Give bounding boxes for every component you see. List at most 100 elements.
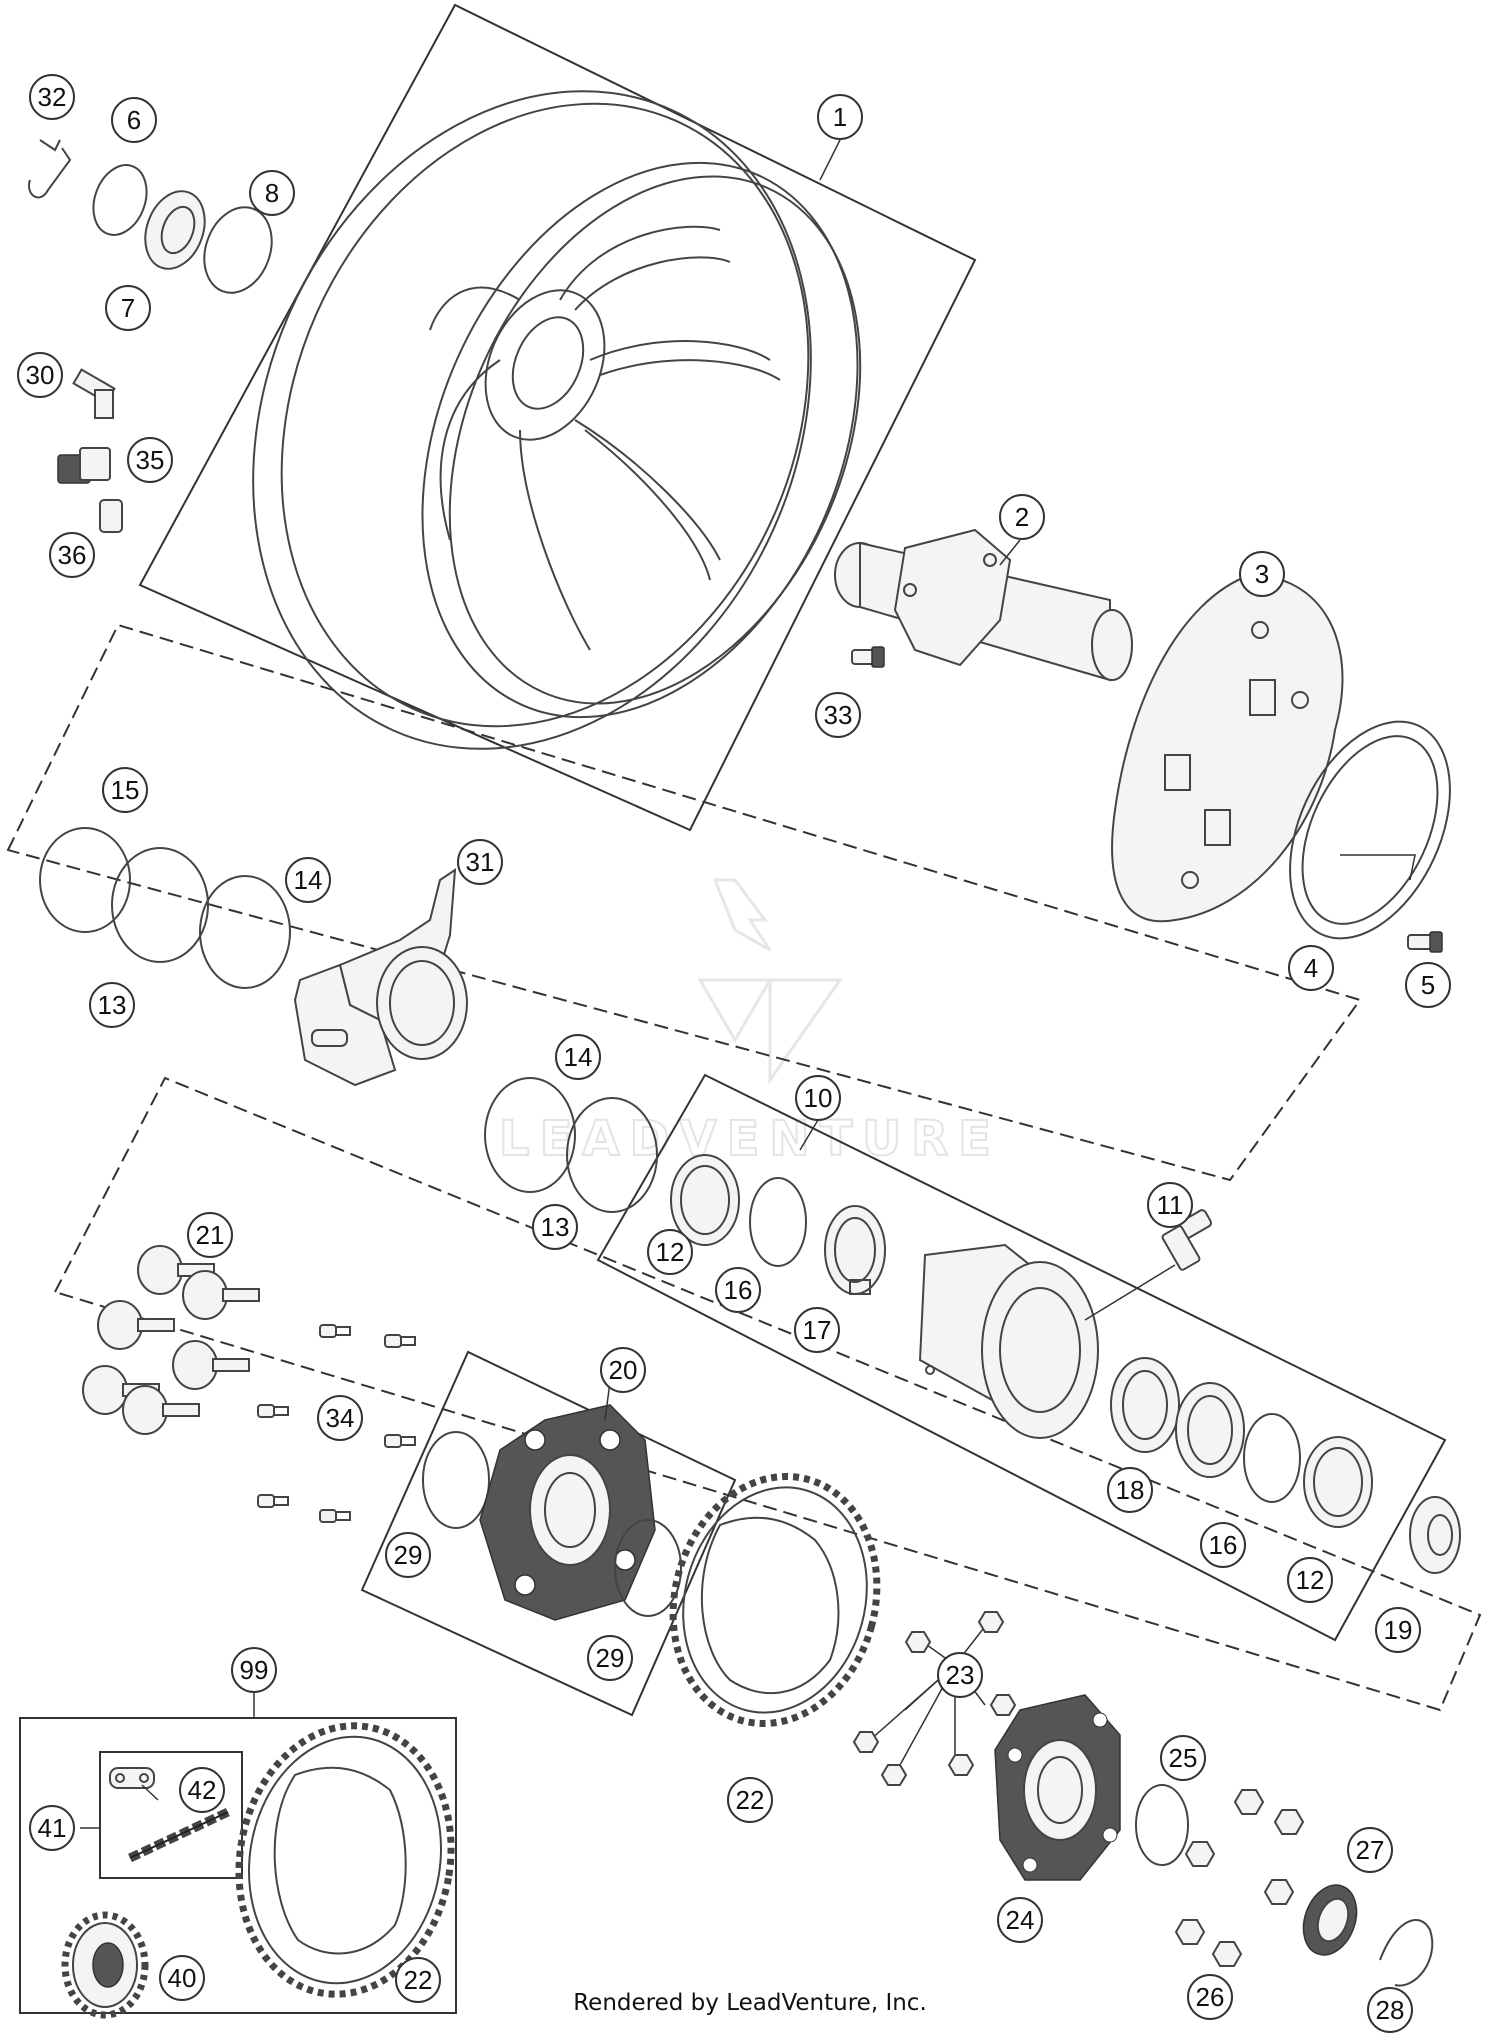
- callout-35: 35: [127, 437, 173, 483]
- callout-25: 25: [1160, 1735, 1206, 1781]
- callout-1: 1: [817, 94, 863, 140]
- callout-label: 25: [1169, 1743, 1198, 1773]
- callout-4: 4: [1288, 945, 1334, 991]
- callout-label: 14: [564, 1042, 593, 1072]
- callout-22-b: 22: [395, 1957, 441, 2003]
- screws-34: [257, 1324, 416, 1523]
- callout-label: 11: [1157, 1190, 1184, 1220]
- callout-label: 16: [724, 1275, 753, 1305]
- bearing-18: [1110, 1357, 1180, 1453]
- callout-13-b: 13: [532, 1204, 578, 1250]
- rear-axle: [834, 528, 1133, 682]
- callout-label: 12: [1296, 1565, 1325, 1595]
- callout-label: 33: [824, 700, 853, 730]
- callout-24: 24: [997, 1897, 1043, 1943]
- assembly-group-upper: [6, 623, 1362, 1182]
- callout-label: 6: [127, 105, 141, 135]
- washer-top: [203, 206, 273, 294]
- spacer-17: [824, 1205, 886, 1295]
- callout-label: 3: [1255, 559, 1269, 589]
- callout-label: 40: [168, 1963, 197, 1993]
- callout-14-b: 14: [555, 1034, 601, 1080]
- assembly-group-lower: [53, 1076, 1482, 1712]
- callout-7: 7: [105, 285, 151, 331]
- callout-15: 15: [102, 767, 148, 813]
- leader-4: [1340, 854, 1416, 881]
- bolt-33: [851, 646, 885, 668]
- retaining-ring-15: [39, 827, 131, 933]
- washer-25: [1135, 1784, 1189, 1866]
- credit-line: Rendered by LeadVenture, Inc.: [573, 1990, 927, 2016]
- callout-41: 41: [29, 1805, 75, 1851]
- o-ring-14: [199, 875, 291, 989]
- shim-ring-13-b: [566, 1097, 658, 1213]
- leader-11: [1084, 1264, 1176, 1321]
- callout-label: 41: [38, 1813, 67, 1843]
- callout-label: 99: [240, 1655, 269, 1685]
- callout-label: 22: [404, 1965, 433, 1995]
- callout-label: 29: [596, 1643, 625, 1673]
- bolt-5: [1407, 931, 1443, 953]
- spacer-nut-top: [144, 190, 206, 270]
- callout-label: 1: [833, 102, 847, 132]
- callout-36: 36: [49, 532, 95, 578]
- hub-seal-12-b: [1303, 1436, 1373, 1528]
- hub-seal-12: [670, 1154, 740, 1246]
- hub-frame: [596, 1073, 1447, 1642]
- callout-label: 31: [466, 847, 495, 877]
- circlip-16-b: [1243, 1413, 1301, 1503]
- rear-sprocket-kit: [235, 1722, 455, 1998]
- watermark-text: LEADVENTURE: [499, 1111, 1001, 1167]
- callout-17: 17: [794, 1307, 840, 1353]
- callout-29: 29: [385, 1532, 431, 1578]
- callout-label: 32: [38, 82, 67, 112]
- callout-label: 8: [265, 178, 279, 208]
- callout-99: 99: [231, 1647, 277, 1693]
- callout-label: 23: [946, 1660, 975, 1690]
- brake-disc: [1111, 573, 1344, 923]
- seal-29-a: [422, 1431, 490, 1529]
- callout-16-b: 16: [1200, 1522, 1246, 1568]
- nuts-23: [852, 1611, 1017, 1786]
- callout-27: 27: [1347, 1827, 1393, 1873]
- callout-28: 28: [1367, 1987, 1413, 2033]
- abs-sensor-ring: [1289, 720, 1451, 940]
- callout-label: 42: [188, 1775, 217, 1805]
- spacer-19: [1409, 1496, 1461, 1574]
- callout-19: 19: [1375, 1607, 1421, 1653]
- callout-6: 6: [111, 97, 157, 143]
- callout-label: 4: [1304, 953, 1318, 983]
- callout-31: 31: [457, 839, 503, 885]
- sensor-bracket: [57, 447, 111, 484]
- callout-label: 29: [394, 1540, 423, 1570]
- callout-label: 24: [1006, 1905, 1035, 1935]
- callout-label: 35: [136, 445, 165, 475]
- rear-wheel-rim: [252, 90, 862, 750]
- callout-33: 33: [815, 692, 861, 738]
- valve-fitting: [72, 368, 116, 419]
- caliper-carrier: [293, 868, 468, 1087]
- circlip-16: [749, 1177, 807, 1267]
- damper-rubbers: [82, 1245, 260, 1435]
- o-ring-14-b: [484, 1077, 576, 1193]
- chain-subframe: [99, 1751, 243, 1879]
- callout-22: 22: [727, 1777, 773, 1823]
- kit-frame: [19, 1717, 457, 2014]
- callout-label: 16: [1209, 1530, 1238, 1560]
- rear-sprocket: [669, 1473, 881, 1727]
- callout-42: 42: [179, 1767, 225, 1813]
- carrier-frame: [360, 1350, 737, 1717]
- callout-30: 30: [17, 352, 63, 398]
- callout-5: 5: [1405, 962, 1451, 1008]
- callout-label: 21: [196, 1220, 225, 1250]
- watermark: LEADVENTURE: [498, 878, 1001, 1168]
- safety-wire-clip: [28, 139, 72, 199]
- callout-14: 14: [285, 857, 331, 903]
- callout-label: 18: [1116, 1475, 1145, 1505]
- circlip-28: [1379, 1919, 1434, 1987]
- callout-label: 5: [1421, 970, 1435, 1000]
- callout-label: 22: [736, 1785, 765, 1815]
- callout-8: 8: [249, 170, 295, 216]
- callout-29-b: 29: [587, 1635, 633, 1681]
